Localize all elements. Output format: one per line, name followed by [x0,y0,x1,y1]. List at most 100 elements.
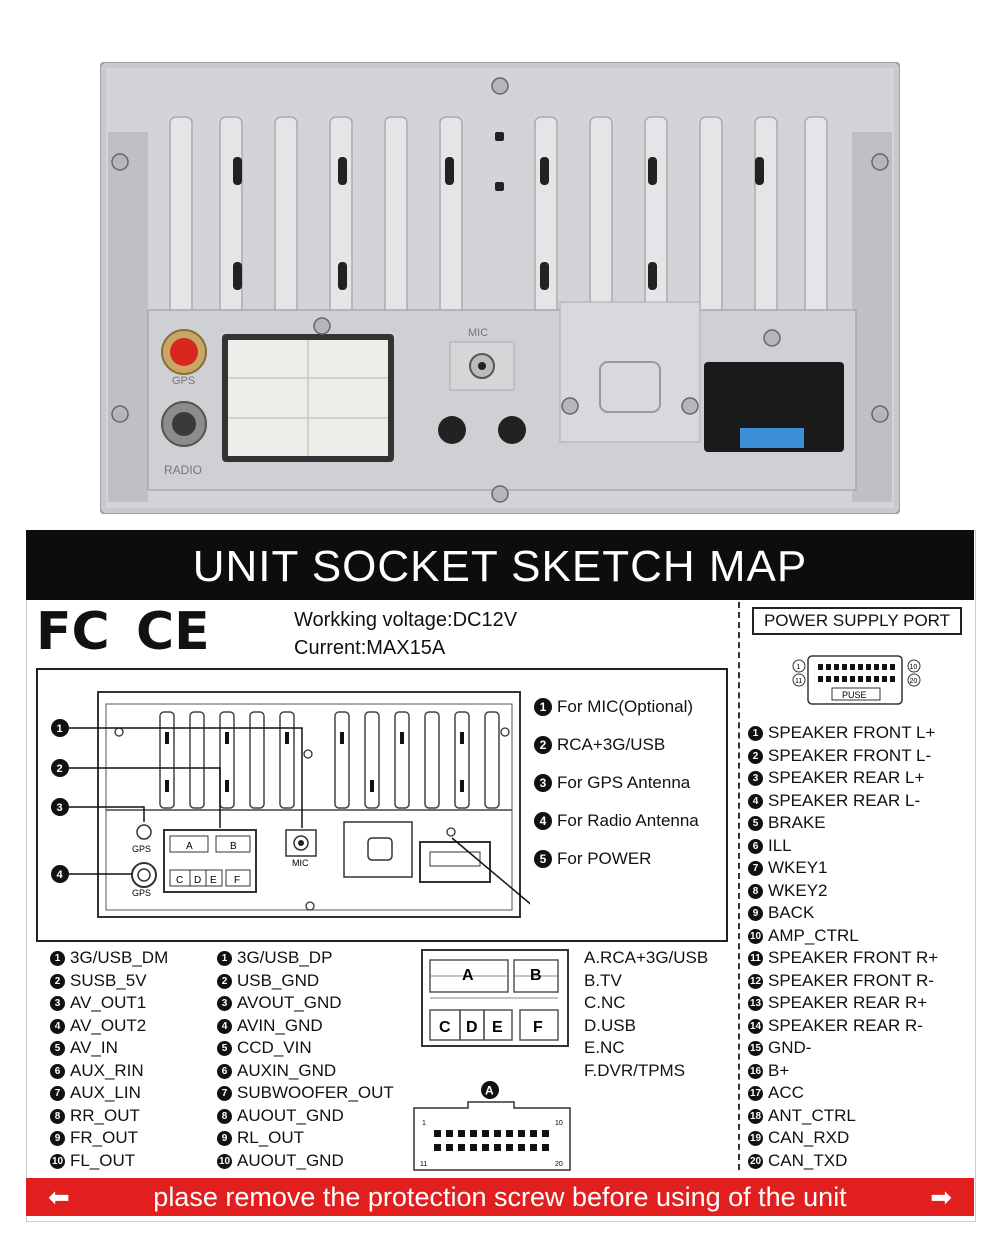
sketch-socket-e: E [210,875,217,886]
svg-text:1: 1 [57,723,63,735]
unit-back-panel-photo: GPS RADIO MIC [100,62,900,514]
sketch-socket-b: B [230,841,237,852]
fcc-logo: FC [36,602,110,662]
ce-logo: CE [136,602,210,662]
connector-a-pin-10: 10 [555,1120,563,1127]
socket-b-label: B [530,967,542,984]
panel-sketch-diagram: GPS GPS A B C D E F MIC 1 2 3 4 5 [51,691,530,918]
svg-text:4: 4 [57,869,64,881]
sketch-mic-label: MIC [292,858,309,868]
list-item: A.RCA+3G/USB [584,948,709,967]
photo-gps-label: GPS [172,375,195,387]
current-text: Current:MAX15A [294,637,446,659]
socket-d-label: D [466,1019,478,1036]
photo-mic-label: MIC [468,327,488,339]
list-item: D.USB [584,1015,636,1035]
socket-e-label: E [492,1019,503,1036]
connector-a-pinout: A 1 10 11 20 [413,1081,571,1171]
warning-banner: ⬅ plase remove the protection screw befo… [26,1178,974,1216]
connector-a-marker: A [485,1084,494,1098]
power-supply-connector-diagram: PUSE 1 10 11 20 [792,655,921,705]
working-voltage-text: Workking voltage:DC12V [294,609,518,631]
arrow-left-icon: ⬅ [48,1182,70,1212]
socket-f-label: F [533,1019,543,1036]
warning-banner-text: plase remove the protection screw before… [153,1182,847,1212]
socket-a-label: A [462,967,474,984]
socket-legend: A.RCA+3G/USB B.TV C.NC D.USB E.NC F.DVR/… [584,947,708,1082]
connector-a-pin-11: 11 [420,1161,427,1168]
photo-radio-label: RADIO [164,463,202,477]
sketch-gps-top-label: GPS [132,844,151,854]
section-divider [738,602,740,1170]
psp-pin-mark-1: 1 [797,664,801,671]
socket-layout-diagram: A B C D E F [421,949,569,1047]
list-item: F.DVR/TPMS [584,1060,686,1080]
socket-c-label: C [439,1019,451,1036]
panel-sketch-box [36,668,728,942]
power-supply-port-title: POWER SUPPLY PORT [752,607,962,635]
sketch-socket-d: D [194,875,201,886]
svg-text:3: 3 [57,802,63,814]
svg-text:2: 2 [57,763,63,775]
sketch-map-title: UNIT SOCKET SKETCH MAP [26,530,974,600]
psp-pin-mark-11: 11 [795,678,802,685]
connector-a-pin-1: 1 [422,1120,426,1127]
list-item: C.NC [584,993,626,1012]
list-item: E.NC [584,1038,625,1057]
psp-pin-mark-10: 10 [910,664,918,671]
sketch-gps-bottom-label: GPS [132,888,151,898]
arrow-right-icon: ➡ [930,1182,952,1212]
connector-a-pin-20: 20 [555,1161,563,1168]
sketch-socket-c: C [176,875,183,886]
sketch-socket-f: F [234,875,240,886]
list-item: B.TV [584,970,622,990]
psp-pin-mark-20: 20 [910,678,918,685]
